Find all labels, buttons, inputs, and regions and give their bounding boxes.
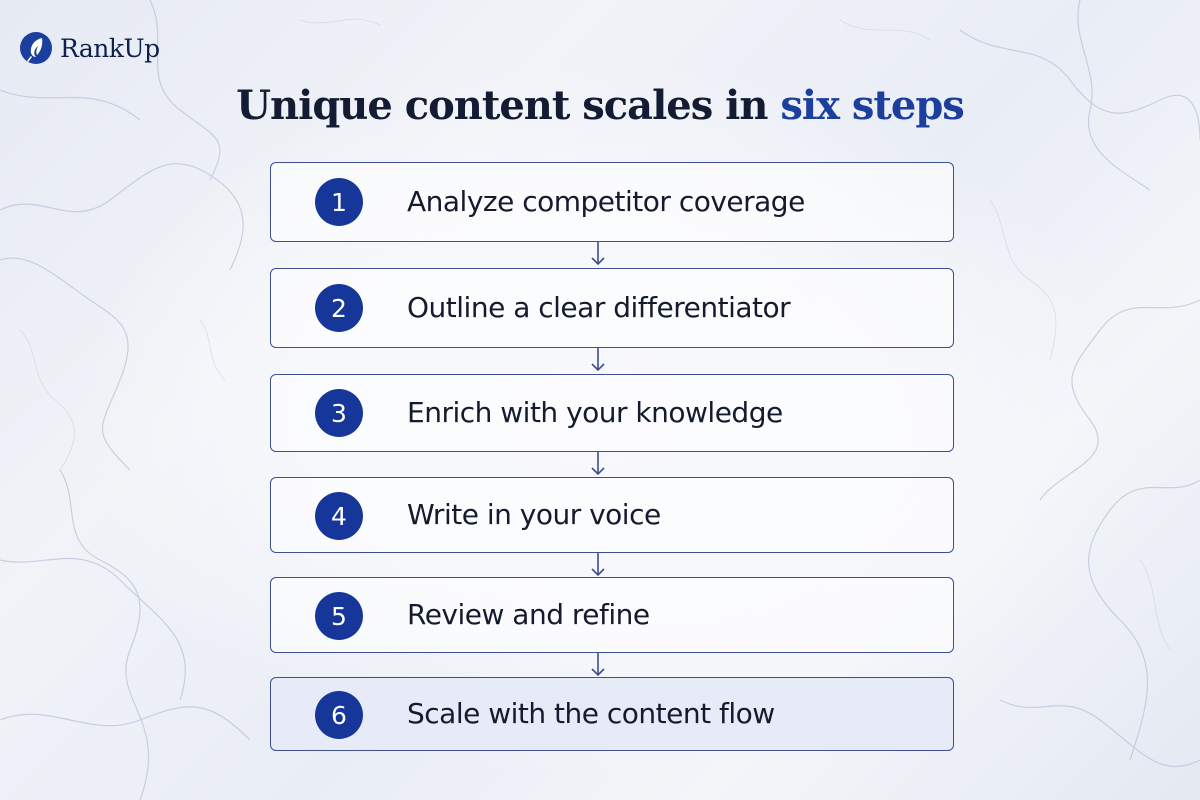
step-label: Review and refine bbox=[407, 598, 650, 631]
page-title: Unique content scales in six steps bbox=[0, 80, 1200, 132]
step-card-5: 5 Review and refine bbox=[270, 577, 954, 653]
step-card-1: 1 Analyze competitor coverage bbox=[270, 162, 954, 242]
quill-logo-icon bbox=[20, 32, 52, 64]
step-label: Enrich with your knowledge bbox=[407, 396, 783, 429]
arrow-down-icon bbox=[591, 452, 605, 476]
step-number-badge: 2 bbox=[315, 284, 363, 332]
step-label: Write in your voice bbox=[407, 498, 661, 531]
step-number-badge: 6 bbox=[315, 691, 363, 739]
step-number-badge: 5 bbox=[315, 592, 363, 640]
step-label: Outline a clear differentiator bbox=[407, 291, 791, 324]
step-number-badge: 3 bbox=[315, 389, 363, 437]
step-card-2: 2 Outline a clear differentiator bbox=[270, 268, 954, 348]
step-card-6: 6 Scale with the content flow bbox=[270, 677, 954, 751]
title-main: Unique content scales in bbox=[236, 82, 768, 129]
step-card-4: 4 Write in your voice bbox=[270, 477, 954, 553]
step-number-badge: 4 bbox=[315, 492, 363, 540]
step-label: Analyze competitor coverage bbox=[407, 185, 805, 218]
step-number-badge: 1 bbox=[315, 178, 363, 226]
brand-name: RankUp bbox=[60, 33, 160, 63]
step-label: Scale with the content flow bbox=[407, 697, 775, 730]
arrow-down-icon bbox=[591, 348, 605, 372]
arrow-down-icon bbox=[591, 653, 605, 677]
arrow-down-icon bbox=[591, 553, 605, 577]
arrow-down-icon bbox=[591, 242, 605, 266]
title-accent: six steps bbox=[780, 82, 964, 129]
brand-logo[interactable]: RankUp bbox=[20, 28, 160, 68]
step-card-3: 3 Enrich with your knowledge bbox=[270, 374, 954, 452]
